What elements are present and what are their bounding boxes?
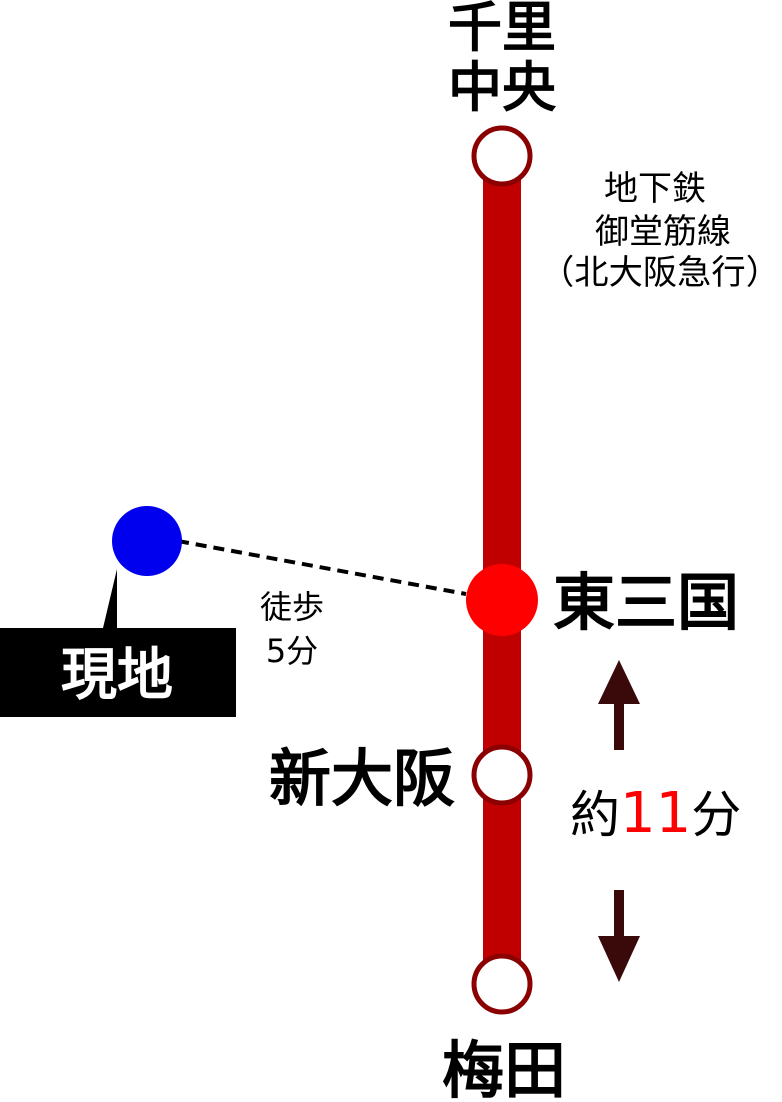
station-label-shin-osaka: 新大阪: [269, 742, 455, 815]
current-location-callout-pointer: [103, 569, 117, 628]
station-marker-shin-osaka: [471, 744, 533, 806]
station-label-senri-chuo-1: 千里: [448, 0, 556, 59]
station-marker-senri-chuo: [471, 125, 533, 187]
arrow-up-icon: [598, 660, 640, 704]
walking-route: [177, 539, 467, 596]
travel-time-prefix: 約: [570, 786, 620, 844]
travel-time: 約11分: [570, 781, 741, 846]
walk-time-label-1: 徒歩: [260, 588, 324, 626]
current-location-callout: [0, 628, 236, 717]
travel-time-suffix: 分: [691, 786, 741, 844]
arrow-up-shaft: [614, 700, 624, 750]
station-label-senri-chuo-2: 中央: [448, 56, 557, 119]
line-name-1: 地下鉄: [604, 169, 706, 209]
station-label-higashi-mikuni: 東三国: [553, 566, 739, 639]
line-name-3: （北大阪急行）: [540, 253, 780, 293]
station-marker-umeda: [471, 953, 533, 1015]
line-name-2: 御堂筋線: [595, 212, 731, 252]
station-marker-higashi-mikuni: [466, 564, 538, 636]
travel-time-minutes: 11: [620, 781, 691, 846]
current-location-marker: [112, 506, 182, 576]
walk-time-label-2: 5分: [266, 632, 318, 670]
station-label-umeda: 梅田: [442, 1034, 566, 1102]
arrow-down-shaft: [614, 890, 624, 940]
current-location-label: 現地: [61, 643, 173, 708]
arrow-down-icon: [598, 936, 640, 982]
